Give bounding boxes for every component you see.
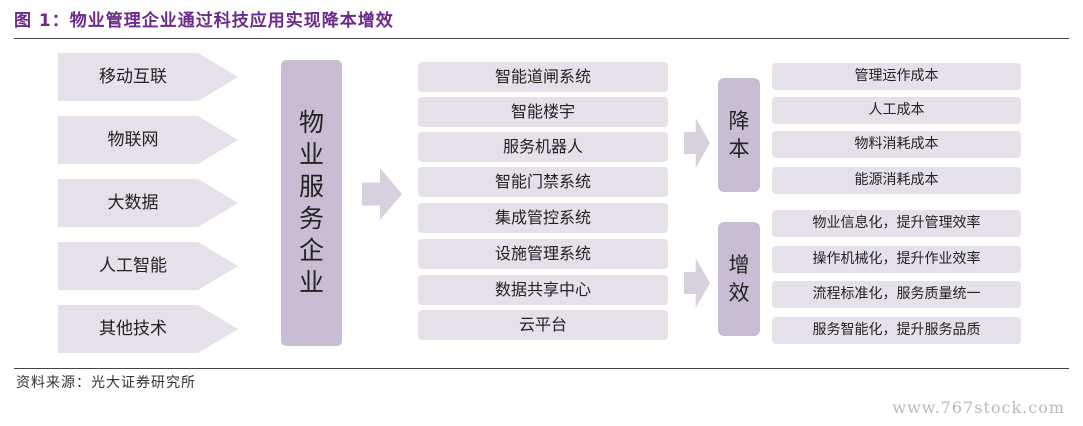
result-item: 操作机械化，提升作业效率 bbox=[772, 246, 1021, 273]
vertical-char: 增 bbox=[728, 253, 750, 277]
result-item: 物业信息化，提升管理效率 bbox=[772, 210, 1021, 237]
vertical-char: 降 bbox=[728, 109, 750, 133]
tech-arrow-4: 人工智能 bbox=[58, 242, 238, 290]
vertical-char: 效 bbox=[728, 281, 750, 305]
tech-label: 物联网 bbox=[107, 130, 159, 150]
watermark: www.767stock.com bbox=[892, 398, 1065, 417]
tech-arrow-3: 大数据 bbox=[58, 179, 238, 227]
bottom-rule bbox=[14, 368, 1069, 369]
tech-label: 移动互联 bbox=[99, 67, 167, 87]
result-item: 人工成本 bbox=[772, 97, 1021, 124]
vertical-char: 本 bbox=[728, 137, 750, 161]
vertical-char: 业 bbox=[298, 268, 324, 297]
system-item: 设施管理系统 bbox=[418, 239, 668, 269]
tech-label: 其他技术 bbox=[99, 319, 167, 339]
category-cost-reduction: 降本 bbox=[718, 78, 760, 192]
tech-arrow-5: 其他技术 bbox=[58, 305, 238, 353]
top-rule bbox=[14, 38, 1069, 39]
system-item: 智能楼宇 bbox=[418, 97, 668, 127]
right-arrow-icon bbox=[362, 168, 402, 220]
result-item: 能源消耗成本 bbox=[772, 167, 1021, 194]
center-enterprise-box: 物业服务企业 bbox=[281, 60, 342, 346]
tech-label: 人工智能 bbox=[99, 256, 167, 276]
tech-arrow-1: 移动互联 bbox=[58, 53, 238, 101]
result-item: 流程标准化，服务质量统一 bbox=[772, 281, 1021, 308]
result-item: 管理运作成本 bbox=[772, 63, 1021, 90]
right-arrow-icon bbox=[684, 118, 710, 168]
system-item: 集成管控系统 bbox=[418, 203, 668, 233]
result-item: 物料消耗成本 bbox=[772, 131, 1021, 158]
source-note: 资料来源：光大证券研究所 bbox=[16, 375, 196, 391]
vertical-char: 企 bbox=[298, 236, 324, 265]
system-item: 智能门禁系统 bbox=[418, 167, 668, 197]
system-item: 云平台 bbox=[418, 310, 668, 340]
system-item: 数据共享中心 bbox=[418, 275, 668, 305]
vertical-char: 物 bbox=[298, 108, 324, 137]
tech-arrow-2: 物联网 bbox=[58, 116, 238, 164]
tech-label: 大数据 bbox=[107, 193, 159, 213]
system-item: 服务机器人 bbox=[418, 132, 668, 162]
vertical-char: 务 bbox=[298, 204, 324, 233]
vertical-char: 服 bbox=[298, 172, 324, 201]
category-efficiency: 增效 bbox=[718, 222, 760, 336]
system-item: 智能道闸系统 bbox=[418, 62, 668, 92]
figure-title: 图 1：物业管理企业通过科技应用实现降本增效 bbox=[14, 11, 394, 31]
vertical-char: 业 bbox=[298, 140, 324, 169]
right-arrow-icon bbox=[684, 258, 710, 308]
result-item: 服务智能化，提升服务品质 bbox=[772, 317, 1021, 344]
